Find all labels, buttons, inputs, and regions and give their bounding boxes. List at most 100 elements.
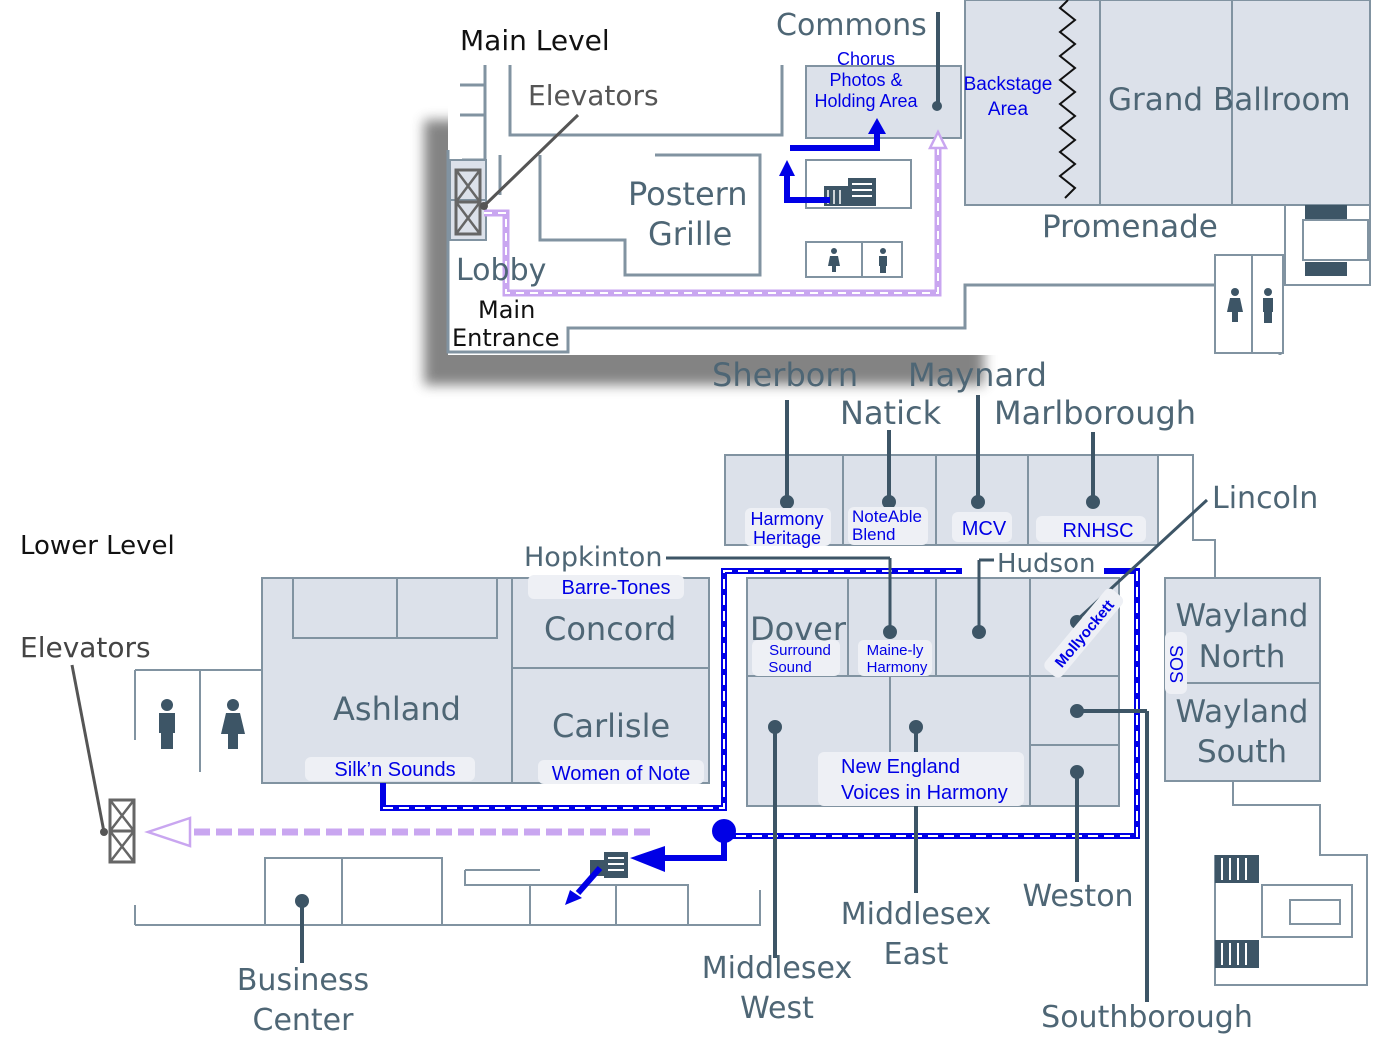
promenade-label: Promenade xyxy=(1042,209,1218,245)
noteable-blend-label-1: NoteAble xyxy=(852,507,922,526)
route-lower-blue-4 xyxy=(575,866,603,895)
lower-elevators-label: Elevators xyxy=(20,631,151,664)
middlesex-east-label-1: Middlesex xyxy=(841,897,991,932)
postern-grille-label-2: Grille xyxy=(648,215,732,253)
mens-restroom-icon[interactable] xyxy=(1263,288,1273,323)
business-center-label-1: Business xyxy=(237,963,369,998)
sos-label: SOS xyxy=(1166,645,1186,683)
route-junction xyxy=(712,819,736,843)
backstage-label-2: Area xyxy=(988,99,1029,120)
elevators-label: Elevators xyxy=(528,79,659,112)
stairs-icon xyxy=(1215,855,1353,968)
natick-label: Natick xyxy=(840,394,942,432)
route-arrow-icon xyxy=(565,890,582,905)
chorus-label-1: Chorus xyxy=(837,49,895,69)
wayland-north-label-2: North xyxy=(1199,639,1286,675)
room xyxy=(341,857,443,926)
lobby-label: Lobby xyxy=(456,253,546,288)
label-background xyxy=(1044,588,1124,678)
route-main-dash xyxy=(484,140,939,294)
grand-ballroom[interactable] xyxy=(964,0,1371,206)
route-arrow-icon xyxy=(927,129,949,150)
chorus-label-3: Holding Area xyxy=(814,91,918,111)
wall xyxy=(135,890,761,926)
wayland-south-label-2: South xyxy=(1197,734,1287,770)
womens-restroom-icon[interactable] xyxy=(828,248,840,272)
grand-ballroom-label: Grand Ballroom xyxy=(1108,82,1351,118)
leader-dot xyxy=(932,101,942,111)
maine-ly-harmony-label-1: Maine-ly xyxy=(867,642,924,659)
lincoln-label: Lincoln xyxy=(1212,481,1318,516)
wayland-south-room[interactable] xyxy=(1164,682,1321,782)
elevator-icon[interactable] xyxy=(108,798,136,864)
silkn-sounds-label: Silk’n Sounds xyxy=(334,759,455,781)
stairs-icon xyxy=(1302,205,1369,276)
wall xyxy=(1214,781,1368,986)
route-lower-dash xyxy=(383,570,962,809)
postern-grille-label-1: Postern xyxy=(628,175,748,213)
commons-label: Commons xyxy=(776,8,927,43)
route-arrow-icon xyxy=(144,816,192,848)
postern-grille-walls xyxy=(538,153,762,277)
hopkinton-label: Hopkinton xyxy=(524,542,662,573)
maine-ly-harmony-label-2: Harmony xyxy=(867,659,928,676)
main-level-title: Main Level xyxy=(460,24,610,57)
mens-restroom-icon[interactable] xyxy=(159,699,175,749)
wall xyxy=(464,869,689,925)
surround-sound-label-2: Sound xyxy=(768,659,811,676)
route-arrow-icon xyxy=(779,160,795,176)
womens-restroom-icon[interactable] xyxy=(1227,288,1243,322)
middlesex-west-label-2: West xyxy=(740,991,814,1026)
dover-label: Dover xyxy=(750,610,847,648)
sherborn-label: Sherborn xyxy=(712,356,858,394)
concord-label: Concord xyxy=(544,610,676,648)
maynard-label: Maynard xyxy=(908,356,1047,394)
route-arrow-icon xyxy=(868,118,886,134)
main-entrance-label-1: Main xyxy=(478,296,535,324)
hudson-label: Hudson xyxy=(997,549,1095,579)
lower-level-title: Lower Level xyxy=(20,531,175,561)
middlesex-east-label-2: East xyxy=(884,937,949,972)
marlborough-label: Marlborough xyxy=(994,394,1196,432)
elevator-icon[interactable] xyxy=(454,168,482,236)
leader-dot xyxy=(100,828,108,836)
route-main-blue-2 xyxy=(790,130,880,151)
chorus-label-2: Photos & xyxy=(829,70,902,90)
route-lower-dash-2 xyxy=(724,571,1138,837)
leader-line xyxy=(483,113,580,207)
leader-line xyxy=(70,664,106,833)
main-level-map: Main Level Commons Elevators Postern Gri… xyxy=(424,0,1380,385)
leader-dot xyxy=(480,202,488,210)
route-arrow-icon xyxy=(630,846,665,872)
weston-label: Weston xyxy=(1022,879,1133,914)
restrooms-right xyxy=(1214,254,1284,354)
rnhsc-label: RNHSC xyxy=(1062,520,1133,542)
harmony-heritage-label-2: Heritage xyxy=(753,528,821,548)
mens-restroom-icon[interactable] xyxy=(879,248,887,273)
group-label-backgrounds xyxy=(305,507,1187,806)
southborough-label: Southborough xyxy=(1041,1000,1253,1035)
wall xyxy=(508,65,784,137)
women-of-note-label: Women of Note xyxy=(552,763,691,785)
middlesex-west-label-1: Middlesex xyxy=(702,951,852,986)
business-center-label-2: Center xyxy=(253,1003,355,1037)
harmony-heritage-label-1: Harmony xyxy=(750,509,823,529)
mcv-label: MCV xyxy=(962,518,1007,540)
wall xyxy=(1158,454,1216,578)
route-lower-blue-3 xyxy=(660,836,727,861)
restrooms-main xyxy=(805,241,903,278)
carlisle-label: Carlisle xyxy=(552,707,670,745)
wayland-north-label-1: Wayland xyxy=(1176,598,1309,634)
backstage-label-1: Backstage xyxy=(964,74,1053,95)
surround-sound-label-1: Surround xyxy=(769,642,831,659)
sos-label-group: SOS xyxy=(1166,645,1186,683)
lower-level-map: Lower Level Elevators Sherborn Natick Ma… xyxy=(20,356,1368,1037)
ashland-subroom xyxy=(292,577,398,639)
noteable-blend-label-2: Blend xyxy=(852,525,895,544)
barre-tones-label: Barre-Tones xyxy=(562,577,671,599)
backstage-partition xyxy=(1058,0,1077,199)
wayland-south-label-1: Wayland xyxy=(1176,694,1309,730)
ashland-label: Ashland xyxy=(333,690,461,728)
ne-voices-label-2: Voices in Harmony xyxy=(841,782,1008,804)
womens-restroom-icon[interactable] xyxy=(221,699,245,749)
